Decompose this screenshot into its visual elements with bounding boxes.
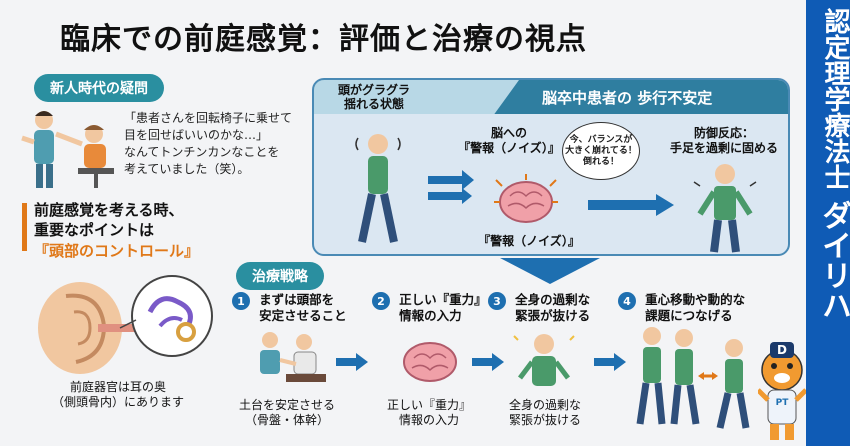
mascot-shirt-text: PT <box>775 398 789 408</box>
brain-icon <box>403 342 457 382</box>
step-3-title-2: 緊張が抜ける <box>515 308 591 323</box>
question-text-3: なんてトンチンカンなことを <box>124 145 280 159</box>
defense-label-1: 防御反応： <box>693 126 754 140</box>
problem-panel: 頭がグラグラ 揺れる状態 脳卒中患者の 歩行不安定 脳への 『警報（ノイズ）』 … <box>312 78 790 256</box>
panel-header-left-1: 頭がグラグラ <box>338 83 411 97</box>
step-3-heading: 3 全身の過剰な 緊張が抜ける <box>488 292 590 324</box>
step-2-title-1: 正しい『重力』 <box>399 292 487 307</box>
alarmed-brain-icon <box>494 174 558 223</box>
step-3-title-1: 全身の過剰な <box>515 292 591 307</box>
side-banner: 認定理学療法士 ダイリハ <box>806 0 850 446</box>
arrow-right-icon <box>594 353 626 371</box>
key-point-bar <box>22 203 27 251</box>
arrow-right-icon <box>336 353 368 371</box>
question-text-1: 「患者さんを回転椅子に乗せて <box>124 111 293 125</box>
page-title: 臨床での前庭感覚：評価と治療の視点 <box>60 22 587 57</box>
step-2-caption-1: 正しい『重力』 <box>386 398 471 412</box>
question-label: 新人時代の疑問 <box>34 74 164 102</box>
strategy-label: 治療戦略 <box>236 262 324 290</box>
arrow-right-icon <box>428 170 474 204</box>
ear-caption-2: （側頭骨内）にあります <box>51 395 184 409</box>
rigid-person-illustration <box>693 164 757 253</box>
step-1-number: 1 <box>232 292 250 310</box>
arrow-right-icon <box>588 194 674 216</box>
step-4-title-2: 課題につなげる <box>645 308 733 323</box>
alarm-caption: 『警報（ノイズ）』 <box>478 234 580 248</box>
step-2-caption-2: 情報の入力 <box>398 413 459 427</box>
step-3-number: 3 <box>488 292 506 310</box>
panel-header-left-bg <box>314 80 519 114</box>
side-banner-credential: 認定理学療法士 <box>820 8 850 190</box>
mascot-cap-badge: D <box>770 342 794 358</box>
step-2-title-2: 情報の入力 <box>399 308 462 323</box>
step-4-title-1: 重心移動や動的な <box>645 292 746 307</box>
tiger-mascot: D PT <box>756 340 808 442</box>
step-1-heading: 1 まずは頭部を 安定させること <box>232 292 347 324</box>
ear-anatomy-illustration <box>38 275 213 374</box>
question-text-4: 考えていました（笑）。 <box>124 162 250 176</box>
brain-label-1: 脳への <box>490 126 527 140</box>
step-3-caption-2: 緊張が抜ける <box>508 413 581 427</box>
side-banner-brand: ダイリハ <box>816 200 850 320</box>
step-1-caption-1: 土台を安定させる <box>238 398 335 412</box>
tiger-mascot-figure <box>756 349 808 440</box>
bubble-line-1: 今、バランスが <box>569 134 633 145</box>
step-1-title-1: まずは頭部を <box>259 292 335 307</box>
dynamic-task-illustration <box>636 327 750 429</box>
step-3-caption-1: 全身の過剰な <box>508 398 581 412</box>
alarm-thought-bubble: 今、バランスが 大きく崩れてる！ 倒れる！ <box>562 122 640 180</box>
brain-label-2: 『警報（ノイズ）』 <box>458 141 560 155</box>
panel-header-left-2: 揺れる状態 <box>344 97 405 111</box>
panel-header-right: 脳卒中患者の 歩行不安定 <box>542 89 713 107</box>
ear-caption-1: 前庭器官は耳の奥 <box>69 380 166 394</box>
pelvis-support-illustration <box>260 332 326 382</box>
clinician-patient-illustration <box>21 111 114 188</box>
question-text-2: 目を回せばいいのかな…」 <box>124 128 269 142</box>
step-1-caption-2: （骨盤・体幹） <box>244 413 329 427</box>
unsteady-walker-illustration <box>355 134 401 243</box>
arrow-down-icon <box>500 258 600 284</box>
step-1-title-2: 安定させること <box>259 308 347 323</box>
arrow-right-icon <box>472 353 504 371</box>
defense-label-2: 手足を過剰に固める <box>669 141 778 155</box>
key-point-line-2: 重要なポイントは <box>34 221 155 239</box>
key-point-highlight: 『頭部のコントロール』 <box>34 242 200 260</box>
step-2-number: 2 <box>372 292 390 310</box>
step-4-heading: 4 重心移動や動的な 課題につなげる <box>618 292 745 324</box>
bubble-line-3: 倒れる！ <box>582 156 619 167</box>
bubble-line-2: 大きく崩れてる！ <box>565 145 637 156</box>
key-point-line-1: 前庭感覚を考える時、 <box>34 201 184 219</box>
relaxed-person-illustration <box>513 334 575 386</box>
step-4-number: 4 <box>618 292 636 310</box>
step-2-heading: 2 正しい『重力』 情報の入力 <box>372 292 487 324</box>
